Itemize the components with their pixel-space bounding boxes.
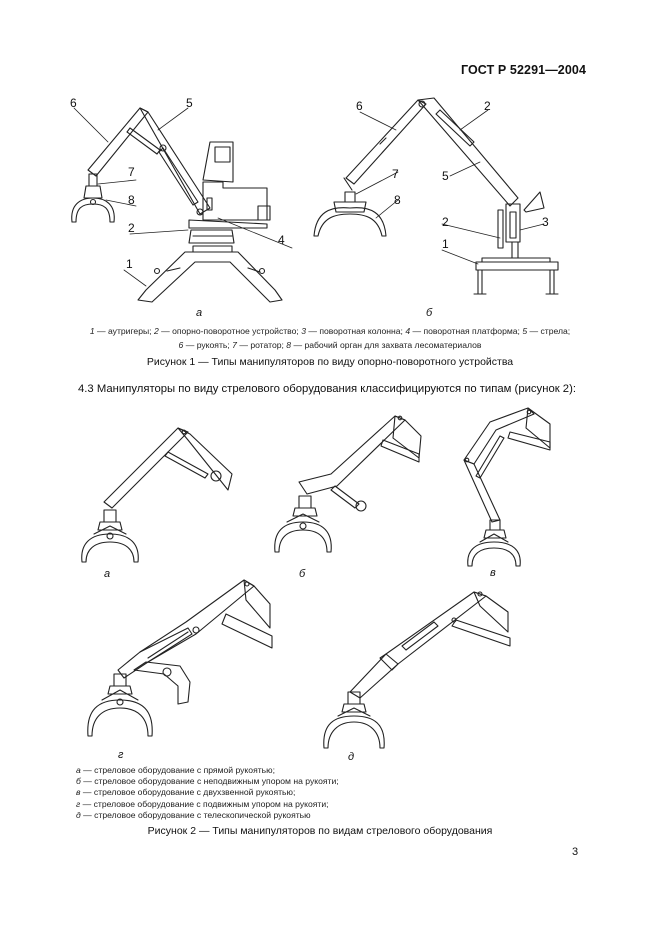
- svg-text:7: 7: [128, 165, 135, 179]
- legend-item-6: 6 — рукоять;: [178, 340, 230, 350]
- legend-item-g: г — стреловое оборудование с подвижным у…: [76, 798, 329, 809]
- legend-item-4: 4 — поворотная платформа;: [405, 326, 520, 336]
- legend-item-1: 1 — аутригеры;: [89, 326, 152, 336]
- legend-item-d: д — стреловое оборудование с телескопиче…: [76, 809, 311, 820]
- figure1-b-mobile-manipulator: 6 2 7 5 8 2 3 1 б: [300, 90, 580, 320]
- page-number: 3: [572, 846, 579, 858]
- legend-item-5: 5 — стрела;: [522, 326, 571, 336]
- document-standard-number: ГОСТ Р 52291—2004: [460, 63, 586, 77]
- svg-text:3: 3: [542, 215, 549, 229]
- svg-text:8: 8: [394, 193, 401, 207]
- svg-text:6: 6: [70, 96, 77, 110]
- legend-item-7: 7 — ротатор;: [232, 340, 284, 350]
- svg-text:2: 2: [442, 215, 449, 229]
- figure2-a-letter: а: [104, 568, 110, 580]
- figure1-legend: 1 — аутригеры; 2 — опорно-поворотное уст…: [40, 324, 620, 352]
- section-4-3-paragraph: 4.3 Манипуляторы по виду стрелового обор…: [78, 383, 576, 395]
- figure1-caption: Рисунок 1 — Типы манипуляторов по виду о…: [146, 356, 514, 368]
- figure2-b-letter: б: [299, 568, 306, 580]
- legend-item-a: а — стреловое оборудование с прямой руко…: [76, 765, 275, 775]
- figure2-v-two-link-arm: в: [450, 400, 580, 585]
- svg-text:2: 2: [128, 221, 135, 235]
- figure2-caption: Рисунок 2 — Типы манипуляторов по видам …: [147, 825, 493, 837]
- svg-text:1: 1: [126, 257, 133, 271]
- figure2-legend: а — стреловое оборудование с прямой руко…: [76, 765, 339, 821]
- figure2-b-fixed-stop-arm: б: [255, 410, 455, 585]
- legend-item-b: б — стреловое оборудование с неподвижным…: [76, 776, 339, 787]
- figure2-d-telescopic-arm: д: [310, 580, 530, 765]
- svg-text:8: 8: [128, 193, 135, 207]
- legend-item-v: в — стреловое оборудование с двухзвенной…: [76, 787, 296, 798]
- svg-text:6: 6: [356, 99, 363, 113]
- svg-text:2: 2: [484, 99, 491, 113]
- figure2-a-straight-arm: а: [60, 410, 260, 585]
- svg-text:4: 4: [278, 233, 285, 247]
- legend-item-2: 2 — опорно-поворотное устройство;: [153, 326, 299, 336]
- figure1-a-letter: а: [196, 307, 202, 319]
- figure2-g-letter: г: [118, 749, 124, 761]
- svg-text:1: 1: [442, 237, 449, 251]
- figure1-a-stationary-manipulator: 6 5 7 8 2 4 1 а: [60, 90, 300, 320]
- figure2-v-letter: в: [490, 567, 496, 579]
- figure2-g-movable-stop-arm: г: [70, 570, 290, 765]
- legend-item-3: 3 — поворотная колонна;: [301, 326, 403, 336]
- svg-text:5: 5: [442, 169, 449, 183]
- svg-text:5: 5: [186, 96, 193, 110]
- figure2-d-letter: д: [348, 751, 354, 763]
- legend-item-8: 8 — рабочий орган для захвата лесоматери…: [286, 340, 482, 350]
- figure1-b-letter: б: [426, 307, 433, 319]
- svg-text:7: 7: [392, 167, 399, 181]
